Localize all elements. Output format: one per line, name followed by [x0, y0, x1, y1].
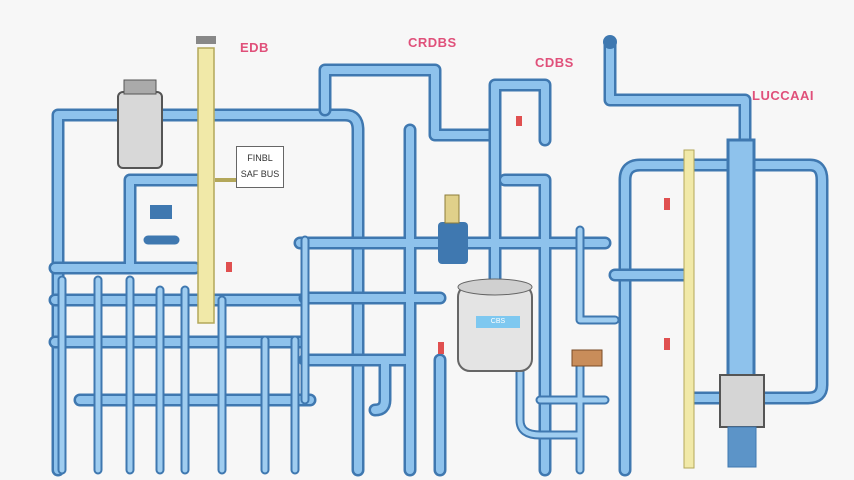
right-pipe-network [603, 35, 829, 477]
center-valve [438, 222, 468, 264]
small-valve [150, 205, 172, 219]
central-tank [457, 278, 533, 372]
label-top-center-right: CDBS [535, 55, 574, 70]
panel-line-2: SAF BUS [240, 169, 280, 179]
label-right: LUCCAAI [752, 88, 814, 103]
right-valve-body [719, 374, 765, 428]
info-panel: FINBL SAF BUS [236, 146, 284, 188]
panel-line-1: FINBL [247, 153, 273, 163]
indicator-markers [226, 116, 670, 354]
gauge-rod [683, 149, 695, 469]
label-top-left: EDB [240, 40, 269, 55]
yellow-pipe [196, 36, 240, 324]
middle-pipe-network [293, 63, 620, 477]
label-top-center: CRDBS [408, 35, 457, 50]
brass-fitting [571, 349, 603, 367]
tank-label: CBS [476, 316, 520, 328]
left-tank [117, 79, 163, 169]
left-pipe-network [48, 108, 365, 477]
